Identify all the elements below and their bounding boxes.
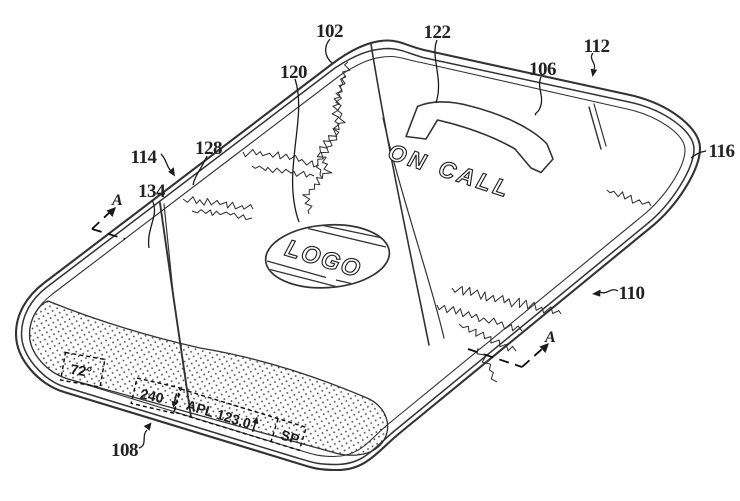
svg-text:108: 108 <box>111 440 138 461</box>
svg-text:72°: 72° <box>69 361 93 380</box>
svg-text:122: 122 <box>424 22 451 43</box>
svg-text:110: 110 <box>619 283 645 304</box>
svg-text:120: 120 <box>280 62 307 83</box>
svg-text:114: 114 <box>131 147 158 168</box>
svg-text:102: 102 <box>316 21 343 42</box>
svg-text:116: 116 <box>709 141 735 162</box>
svg-text:106: 106 <box>529 59 556 80</box>
svg-text:128: 128 <box>195 138 222 159</box>
svg-text:134: 134 <box>138 181 166 202</box>
svg-text:112: 112 <box>584 36 610 57</box>
svg-text:240: 240 <box>139 385 166 406</box>
svg-text:A: A <box>544 329 556 346</box>
svg-text:SP: SP <box>279 427 302 448</box>
svg-text:A: A <box>111 192 123 209</box>
